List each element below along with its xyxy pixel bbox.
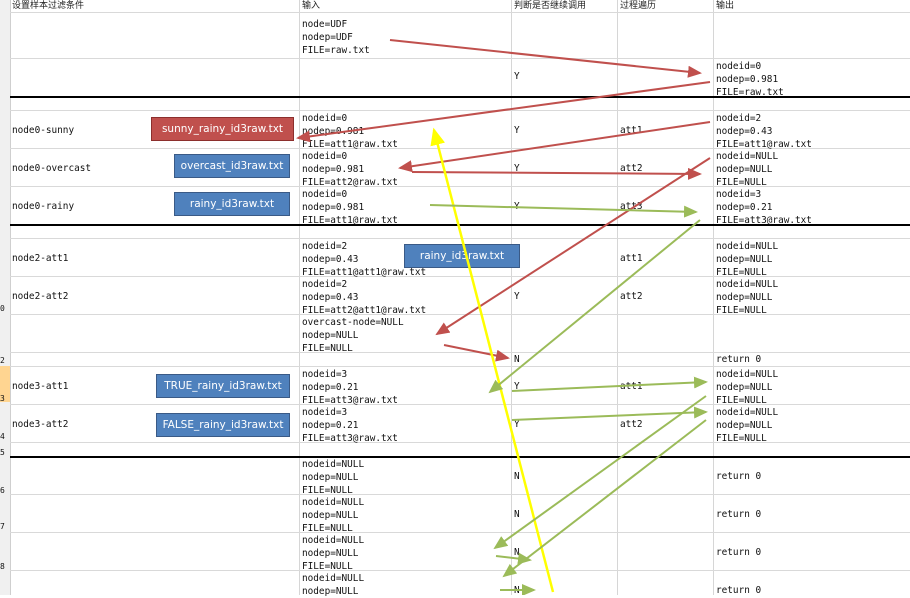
input-cell[interactable]: nodeid=0 nodep=0.981 FILE=att1@raw.txt [302,189,398,226]
continue-cell[interactable]: N [514,471,520,482]
traverse-cell[interactable]: att2 [620,419,643,430]
column-divider [713,0,714,595]
overcast-file-box[interactable]: overcast_id3raw.txt [174,154,290,178]
row-number: 8 [0,562,5,571]
row-number: 7 [0,522,5,531]
header-continue[interactable]: 判断是否继续调用 [514,1,587,11]
output-cell[interactable]: nodeid=NULL nodep=NULL FILE=NULL [716,407,779,444]
row-divider [10,12,910,13]
green-arrow [511,376,708,392]
output-cell[interactable]: return 0 [716,585,762,596]
red-arrow [411,167,702,180]
output-cell[interactable]: nodeid=NULL nodep=NULL FILE=NULL [716,369,779,406]
input-cell[interactable]: nodeid=3 nodep=0.21 FILE=att3@raw.txt [302,407,398,444]
continue-cell[interactable]: N [514,509,520,520]
traverse-cell[interactable]: att2 [620,163,643,174]
green-arrow [429,204,698,218]
row-divider [10,238,910,239]
traverse-cell[interactable]: att3 [620,201,643,212]
input-cell[interactable]: nodeid=3 nodep=0.21 FILE=att3@raw.txt [302,369,398,406]
column-divider [511,0,512,595]
input-cell[interactable]: nodeid=NULL nodep=NULL FILE=NULL [302,459,365,496]
header-output[interactable]: 输出 [716,1,735,11]
row-number: 0 [0,304,5,313]
row-number: 5 [0,448,5,457]
traverse-cell[interactable]: att1 [620,381,643,392]
header-condition[interactable]: 设置样本过滤条件 [12,1,85,11]
input-cell[interactable]: overcast-node=NULL nodep=NULL FILE=NULL [302,317,404,354]
output-cell[interactable]: nodeid=NULL nodep=NULL FILE=NULL [716,241,779,278]
row-number: 2 [0,356,5,365]
row-divider [10,494,910,495]
header-traverse[interactable]: 过程遍历 [620,1,657,11]
output-cell[interactable]: return 0 [716,354,762,365]
input-cell[interactable]: nodeid=2 nodep=0.43 FILE=att1@att1@raw.t… [302,241,427,278]
green-arrow [495,552,532,565]
output-cell[interactable]: nodeid=3 nodep=0.21 FILE=att3@raw.txt [716,189,812,226]
traverse-cell[interactable]: att1 [620,125,643,136]
column-divider [617,0,618,595]
green-arrow [502,419,707,578]
continue-cell[interactable]: Y [514,125,520,136]
header-input[interactable]: 输入 [302,1,321,11]
row-number: 4 [0,432,5,441]
input-cell[interactable]: nodeid=0 nodep=0.981 FILE=att2@raw.txt [302,151,398,188]
continue-cell[interactable]: Y [514,381,520,392]
continue-cell[interactable]: Y [514,71,520,82]
continue-cell[interactable]: Y [514,201,520,212]
condition-cell[interactable]: node3-att1 [12,381,69,392]
section-divider [10,456,910,458]
selected-row-marker[interactable] [0,366,11,402]
traverse-cell[interactable]: att1 [620,253,643,264]
red-arrow [398,121,711,173]
row-number: 6 [0,486,5,495]
condition-cell[interactable]: node0-sunny [12,125,75,136]
row-divider [10,570,910,571]
continue-cell[interactable]: Y [514,419,520,430]
column-divider [299,0,300,595]
continue-cell[interactable]: Y [514,291,520,302]
output-cell[interactable]: return 0 [716,509,762,520]
output-cell[interactable]: return 0 [716,547,762,558]
row-divider [10,110,910,111]
condition-cell[interactable]: node0-overcast [12,163,92,174]
false-rainy-file-box[interactable]: FALSE_rainy_id3raw.txt [156,413,290,437]
sunny-file-box[interactable]: sunny_rainy_id3raw.txt [151,117,294,141]
continue-cell[interactable]: N [514,354,520,365]
row-number: 3 [0,394,5,403]
condition-cell[interactable]: node2-att1 [12,253,69,264]
input-cell[interactable]: node=UDF nodep=UDF FILE=raw.txt [302,19,370,56]
rainy-file-box-2[interactable]: rainy_id3raw.txt [404,244,520,268]
green-arrow [493,395,707,550]
input-cell[interactable]: nodeid=0 nodep=0.981 FILE=att1@raw.txt [302,113,398,150]
true-rainy-file-box[interactable]: TRUE_rainy_id3raw.txt [156,374,290,398]
green-arrow [511,406,708,421]
red-arrow [389,39,702,78]
condition-cell[interactable]: node3-att2 [12,419,69,430]
output-cell[interactable]: nodeid=0 nodep=0.981 FILE=raw.txt [716,61,784,98]
yellow-arrow [430,127,555,593]
condition-cell[interactable]: node0-rainy [12,201,75,212]
rainy-file-box[interactable]: rainy_id3raw.txt [174,192,290,216]
output-cell[interactable]: nodeid=NULL nodep=NULL FILE=NULL [716,151,779,188]
row-divider [10,532,910,533]
output-cell[interactable]: nodeid=2 nodep=0.43 FILE=att1@raw.txt [716,113,812,150]
row-number-strip [0,0,11,595]
input-cell[interactable]: nodeid=NULL nodep=NULL FILE=NULL [302,535,365,572]
continue-cell[interactable]: N [514,585,520,596]
continue-cell[interactable]: Y [514,163,520,174]
output-cell[interactable]: nodeid=NULL nodep=NULL FILE=NULL [716,279,779,316]
input-cell[interactable]: nodeid=2 nodep=0.43 FILE=att2@att1@raw.t… [302,279,427,316]
condition-cell[interactable]: node2-att2 [12,291,69,302]
traverse-cell[interactable]: att2 [620,291,643,302]
row-divider [10,58,910,59]
row-divider [10,352,910,353]
row-divider [10,366,910,367]
input-cell[interactable]: nodeid=NULL nodep=NULL [302,573,365,597]
input-cell[interactable]: nodeid=NULL nodep=NULL FILE=NULL [302,497,365,534]
continue-cell[interactable]: N [514,547,520,558]
output-cell[interactable]: return 0 [716,471,762,482]
